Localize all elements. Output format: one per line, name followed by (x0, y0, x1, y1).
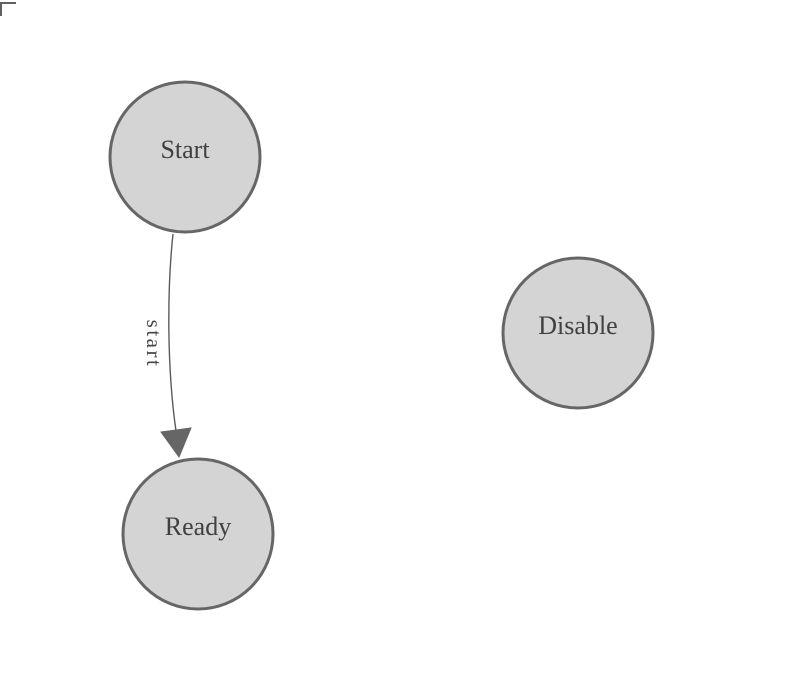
node-disable-circle[interactable] (501, 256, 655, 410)
node-start[interactable]: Start (108, 80, 262, 234)
arrowhead-icon (160, 427, 192, 459)
node-start-circle[interactable] (108, 80, 262, 234)
edge-label: start (142, 320, 166, 369)
node-ready-label: Ready (165, 512, 231, 541)
node-disable-label: Disable (538, 311, 617, 340)
node-ready-circle[interactable] (121, 457, 275, 611)
node-start-label: Start (160, 135, 210, 164)
node-ready[interactable]: Ready (121, 457, 275, 611)
edge-line[interactable] (168, 233, 177, 432)
canvas-corner-mark (0, 2, 16, 16)
node-disable[interactable]: Disable (501, 256, 655, 410)
edge-start-to-ready[interactable]: start (142, 233, 192, 459)
